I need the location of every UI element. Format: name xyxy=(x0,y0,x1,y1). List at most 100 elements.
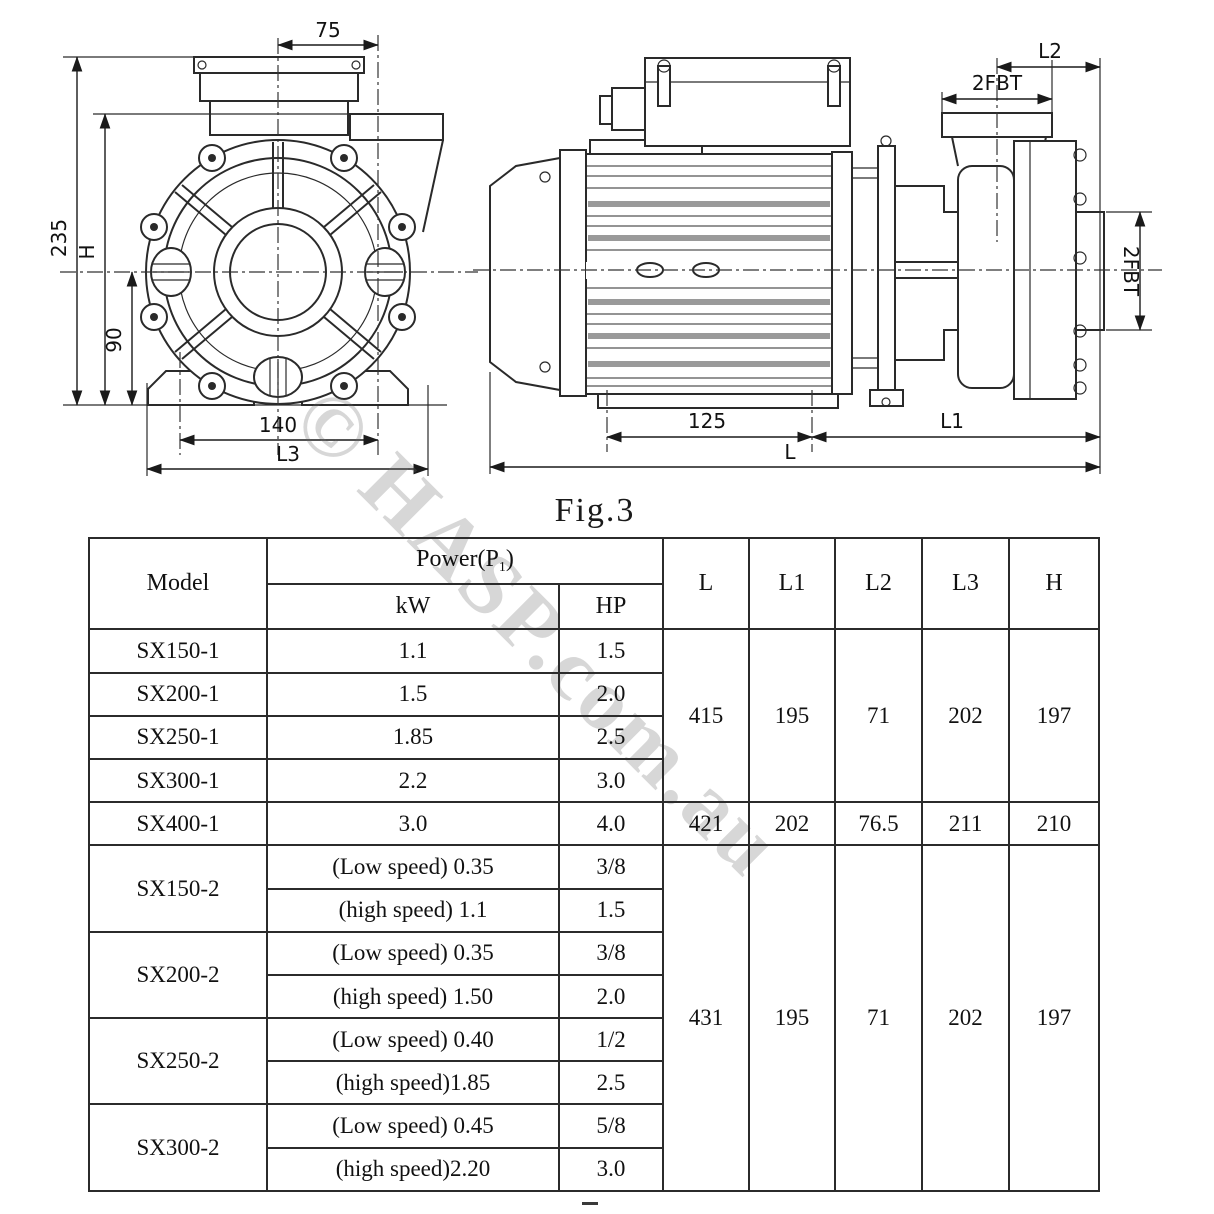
front-bolt-ears xyxy=(140,144,416,400)
pump-casing xyxy=(941,112,1105,400)
dim-label-235: 235 xyxy=(47,219,71,257)
motor-fins xyxy=(586,165,832,387)
table-row: SX300-1 2.2 3.0 xyxy=(88,757,1099,804)
l2-cell-sx400: 76.5 xyxy=(834,801,924,847)
hp-cell: 3.0 xyxy=(557,1146,665,1193)
hp-cell: 3/8 xyxy=(557,930,665,976)
hp-cell: 2.0 xyxy=(557,973,665,1020)
header-row-2: kW HP xyxy=(89,583,1099,631)
front-terminal-box xyxy=(193,56,365,136)
dim-label-90: 90 xyxy=(102,327,126,352)
cover-bolts xyxy=(1073,148,1087,395)
kw-cell: (Low speed) 0.35 xyxy=(266,930,560,976)
hp-cell: 4.0 xyxy=(557,801,665,847)
kw-cell: 1.85 xyxy=(266,714,560,760)
table-row: (high speed)2.20 3.0 xyxy=(89,1146,1099,1193)
side-view: L2 2FBT 2FBT 125 L1 L xyxy=(473,39,1162,474)
table-row: (high speed)1.85 2.5 xyxy=(89,1060,1099,1106)
kw-cell: (high speed)2.20 xyxy=(266,1146,560,1193)
kw-cell: (Low speed) 0.45 xyxy=(266,1103,560,1149)
model-cell: SX300-2 xyxy=(88,1103,268,1192)
kw-cell: (high speed) 1.50 xyxy=(266,973,560,1020)
h-merged-group1: 197 xyxy=(1008,628,1101,804)
col-header-h: H xyxy=(1008,536,1101,631)
hp-cell: 1/2 xyxy=(557,1017,665,1063)
dim-label-75: 75 xyxy=(315,18,340,42)
page-mark xyxy=(582,1202,598,1205)
col-header-l1: L1 xyxy=(748,536,837,631)
model-cell: SX150-2 xyxy=(88,844,268,933)
conduit-connector xyxy=(611,87,646,131)
dim-label-125: 125 xyxy=(688,409,726,433)
dim-label-l3: L3 xyxy=(276,442,300,466)
hp-cell: 2.0 xyxy=(557,671,665,717)
l-cell-sx400: 421 xyxy=(662,801,751,847)
model-cell: SX400-1 xyxy=(88,801,268,847)
col-header-hp: HP xyxy=(557,583,665,631)
hp-cell: 1.5 xyxy=(557,628,665,674)
front-dimensions: 75 235 H 90 140 L3 xyxy=(47,18,429,476)
l3-merged-group1: 202 xyxy=(921,628,1011,804)
l1-merged-group1: 195 xyxy=(748,628,837,804)
power-label: Power(P xyxy=(416,546,499,573)
table-row: SX250-2 (Low speed) 0.40 1/2 xyxy=(88,1017,1099,1106)
pump-bracket xyxy=(852,135,904,407)
col-header-l2: L2 xyxy=(834,536,924,631)
hp-cell: 1.5 xyxy=(557,887,665,933)
front-discharge-duct xyxy=(349,113,444,233)
dim-label-h: H xyxy=(75,244,99,259)
hp-cell: 3.0 xyxy=(557,757,665,804)
l1-cell-sx400: 202 xyxy=(748,801,837,847)
col-header-l: L xyxy=(662,536,751,631)
l2-merged-group2: 71 xyxy=(834,844,924,1192)
table-row: SX300-2 (Low speed) 0.45 5/8 xyxy=(88,1103,1099,1192)
power-subscript: 1 xyxy=(498,560,506,576)
kw-cell: 3.0 xyxy=(266,801,560,847)
model-cell: SX200-2 xyxy=(88,930,268,1020)
dim-label-l2: L2 xyxy=(1038,39,1062,63)
dim-label-l1: L1 xyxy=(940,409,964,433)
table-row: SX250-1 1.85 2.5 xyxy=(88,714,1099,760)
l-merged-group2: 431 xyxy=(662,844,751,1192)
side-dimensions: L2 2FBT 2FBT 125 L1 L xyxy=(489,39,1152,474)
table-row: (high speed) 1.50 2.0 xyxy=(89,973,1099,1020)
col-header-model: Model xyxy=(88,536,268,631)
h-merged-group2: 197 xyxy=(1008,844,1101,1192)
hp-cell: 5/8 xyxy=(557,1103,665,1149)
header-row-1: Model Power(P1) L L1 L2 L3 H xyxy=(88,536,1101,631)
motor-bell-end xyxy=(489,156,561,392)
model-cell: SX300-1 xyxy=(88,757,268,804)
shaft-and-support xyxy=(895,185,958,361)
kw-cell: 2.2 xyxy=(266,757,560,804)
discharge-port-side xyxy=(1075,211,1105,331)
dim-label-2fbt-side: 2FBT xyxy=(1119,246,1143,297)
table-row: (high speed) 1.1 1.5 xyxy=(89,887,1099,933)
l3-merged-group2: 202 xyxy=(921,844,1011,1192)
dim-label-140: 140 xyxy=(259,413,297,437)
col-header-power: Power(P1) xyxy=(265,536,665,586)
col-header-kw: kW xyxy=(266,583,560,631)
motor-body xyxy=(559,139,853,397)
dim-label-2fbt-top: 2FBT xyxy=(972,71,1023,95)
l2-merged-group1: 71 xyxy=(834,628,924,804)
model-cell: SX250-1 xyxy=(88,714,268,760)
l3-cell-sx400: 211 xyxy=(921,801,1011,847)
model-cell: SX150-1 xyxy=(88,628,268,674)
hp-cell: 2.5 xyxy=(557,1060,665,1106)
col-header-l3: L3 xyxy=(921,536,1011,631)
table-row: SX400-1 3.0 4.0 421 202 76.5 211 210 xyxy=(88,801,1101,847)
power-label-close: ) xyxy=(505,546,514,573)
front-view: 75 235 H 90 140 L3 xyxy=(47,18,478,476)
h-cell-sx400: 210 xyxy=(1008,801,1101,847)
table-row: SX150-2 (Low speed) 0.35 3/8 431 195 71 … xyxy=(88,844,1101,1192)
kw-cell: (high speed)1.85 xyxy=(266,1060,560,1106)
kw-cell: 1.5 xyxy=(266,671,560,717)
figure-caption: Fig.3 xyxy=(554,492,636,529)
hp-cell: 2.5 xyxy=(557,714,665,760)
kw-cell: 1.1 xyxy=(266,628,560,674)
kw-cell: (high speed) 1.1 xyxy=(266,887,560,933)
l-merged-group1: 415 xyxy=(662,628,751,804)
table-row: SX150-1 1.1 1.5 415 195 71 202 197 xyxy=(88,628,1101,804)
model-cell: SX200-1 xyxy=(88,671,268,717)
